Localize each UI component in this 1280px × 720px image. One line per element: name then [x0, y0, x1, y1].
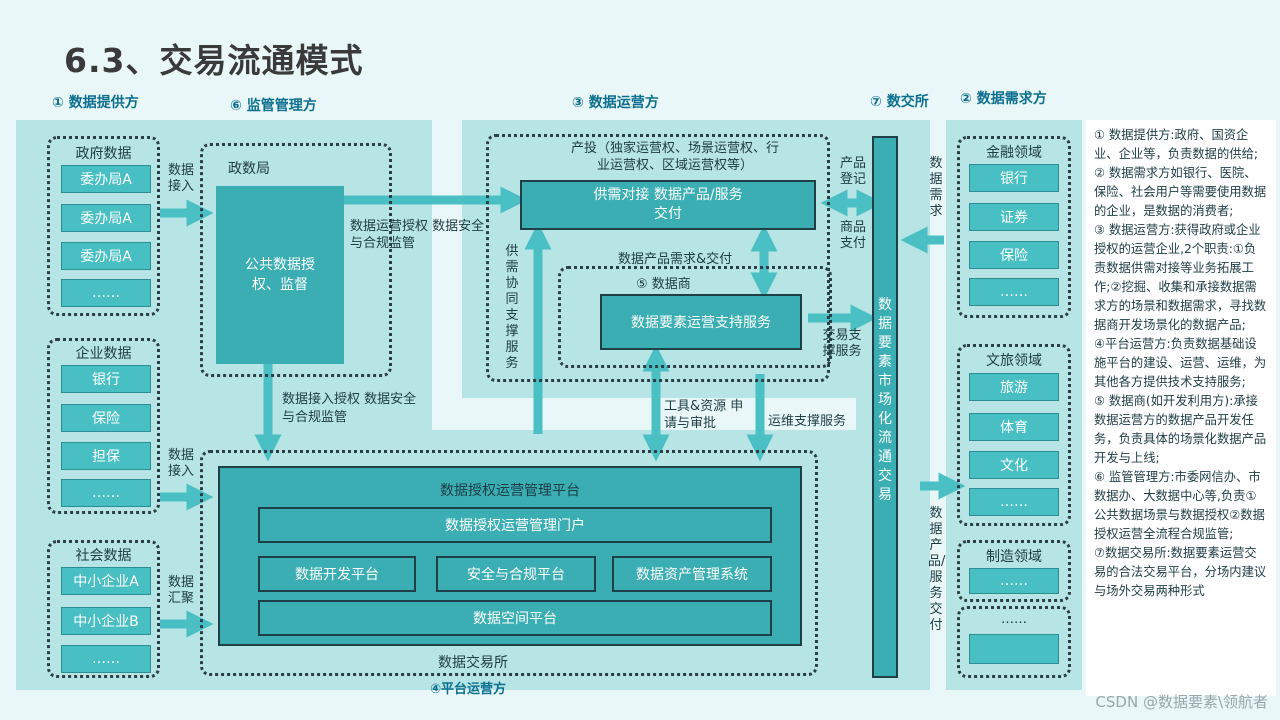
platform-space: 数据空间平台 [258, 600, 772, 636]
platform-group [200, 450, 818, 676]
soc-item: 中小企业B [61, 607, 151, 635]
merchant-group [558, 266, 832, 368]
ent-data-group [47, 338, 160, 514]
culture-item: 旅游 [969, 373, 1059, 401]
supply-demand-box: 供需对接 数据产品/服务交付 [520, 180, 816, 230]
role-platform: ④平台运营方 [430, 682, 507, 697]
note-item: ⑦数据交易所:数据要素运营交易的合法交易平台，分场内建议与场外交易两种形式 [1094, 546, 1267, 598]
more-dots: …… [1001, 612, 1027, 627]
gov-item: 委办局A [61, 242, 151, 270]
demand-delivery-label: 数据产品需求&交付 [618, 252, 733, 267]
culture-item: 文化 [969, 451, 1059, 479]
exchange-delivery-label: 数据产品/服务交付 [928, 506, 946, 633]
edge-down-auth: 数据接入授权 数据安全与合规监管 [282, 392, 417, 425]
edge-soc-converge: 数据汇聚 [167, 575, 194, 606]
note-item: ⑤ 数据商(如开发利用方):承接数据运营方的数据产品开发任务，负责具体的场景化数… [1094, 394, 1267, 465]
notes-panel: ① 数据提供方:政府、国资企业、企业等，负责数据的供给; ② 数据需求方如银行、… [1086, 120, 1276, 696]
note-item: ④平台运营方:负责数据基础设施平台的建设、运营、运维，为其他各方提供技术支持服务… [1094, 337, 1267, 389]
manufacturing-group [957, 540, 1071, 602]
exchange-bar [872, 136, 898, 678]
finance-item: …… [969, 278, 1059, 306]
soc-item: …… [61, 645, 151, 673]
regulator-box: 公共数据授权、监督 [216, 186, 344, 364]
platform-asset: 数据资产管理系统 [612, 556, 772, 592]
soc-data-title: 社会数据 [75, 548, 132, 564]
platform-exchange-label: 数据交易所 [438, 655, 508, 671]
exchange-bar-text: 数据要素市场化流通交易 [878, 297, 892, 503]
note-item: ⑥ 监管管理方:市委网信办、市数据办、大数据中心等,负责①公共数据场景与数据授权… [1094, 470, 1265, 541]
soc-item: 中小企业A [61, 567, 151, 595]
manufacturing-title: 制造领域 [986, 549, 1042, 565]
finance-title: 金融领域 [986, 145, 1042, 161]
finance-item: 保险 [969, 241, 1059, 269]
gov-item: 委办局A [61, 165, 151, 193]
platform-main-title: 数据授权运营管理平台 [440, 483, 580, 499]
ent-data-title: 企业数据 [75, 346, 132, 362]
merchant-label: ⑤ 数据商 [636, 277, 691, 292]
platform-security: 安全与合规平台 [436, 556, 596, 592]
gov-item: …… [61, 279, 151, 307]
note-item: ③ 数据运营方:获得政府或企业授权的运营企业,2个职责:①负责数据供需对接等业务… [1094, 223, 1267, 332]
ent-item: 担保 [61, 442, 151, 470]
finance-group [957, 136, 1071, 318]
edge-gov-access: 数据接入 [167, 163, 194, 194]
service-box: 数据要素运营支持服务 [600, 294, 802, 350]
role-operator: ③ 数据运营方 [572, 95, 659, 111]
finance-item: 银行 [969, 164, 1059, 192]
prod-pay-label: 商品支付 [839, 220, 866, 251]
role-regulator: ⑥ 监管管理方 [230, 98, 317, 114]
ent-item: 银行 [61, 365, 151, 393]
ops-label: 运维支撑服务 [768, 414, 847, 429]
note-item: ① 数据提供方:政府、国资企业、企业等，负责数据的供给; [1094, 128, 1259, 161]
culture-item: 体育 [969, 413, 1059, 441]
support-vertical: 供需协同支撑服务 [505, 244, 519, 371]
exchange-demand-label: 数据需求 [929, 156, 943, 219]
role-provider: ① 数据提供方 [52, 95, 139, 111]
gov-data-group [47, 136, 160, 316]
culture-title: 文旅领域 [986, 353, 1042, 369]
edge-op-auth: 数据运营授权 数据安全与合规监管 [350, 219, 485, 251]
regulator-title: 政数局 [228, 161, 270, 177]
more-group [957, 606, 1071, 678]
culture-group [957, 344, 1071, 526]
prod-reg-label: 产品登记 [839, 156, 866, 187]
operator-top-label: 产投（独家运营权、场景运营权、行业运营权、区域运营权等） [570, 141, 779, 173]
regulator-group [200, 143, 392, 377]
culture-item: …… [969, 488, 1059, 516]
tools-label: 工具&资源 申请与审批 [664, 399, 744, 431]
page-title: 6.3、交易流通模式 [64, 41, 364, 80]
edge-ent-access: 数据接入 [167, 448, 194, 479]
ent-item: 保险 [61, 404, 151, 432]
gov-data-title: 政府数据 [75, 146, 132, 162]
gov-item: 委办局A [61, 204, 151, 232]
manufacturing-item: …… [969, 568, 1059, 594]
role-exchange: ⑦ 数交所 [870, 94, 929, 110]
soc-data-group [47, 540, 160, 678]
watermark: CSDN @数据要素\领航者 [1095, 693, 1268, 711]
trade-support-label: 交易支撑服务 [822, 328, 862, 359]
operator-group [486, 134, 830, 382]
finance-item: 证券 [969, 203, 1059, 231]
platform-dev: 数据开发平台 [258, 556, 416, 592]
note-item: ② 数据需求方如银行、医院、保险、社会用户等需要使用数据的企业，是数据的消费者; [1094, 166, 1267, 218]
ent-item: …… [61, 479, 151, 507]
role-demander: ② 数据需求方 [960, 91, 1047, 107]
platform-portal: 数据授权运营管理门户 [258, 507, 772, 543]
more-item-box [969, 634, 1059, 664]
